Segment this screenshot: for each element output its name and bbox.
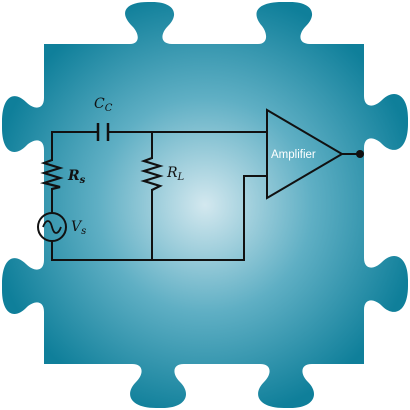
- ac-source-icon: [37, 212, 67, 242]
- load-resistor: [140, 156, 164, 191]
- coupling-capacitor: [96, 123, 110, 141]
- source-resistor-label: Rs: [67, 168, 86, 186]
- amplifier-triangle: [266, 108, 344, 200]
- load-resistor-label: RL: [166, 165, 185, 183]
- amplifier-label: Amplifier: [271, 149, 316, 161]
- voltage-source-label: Vs: [71, 219, 86, 237]
- coupling-capacitor-label: CC: [94, 96, 113, 114]
- source-resistor: [39, 158, 64, 191]
- output-terminal: [356, 150, 364, 158]
